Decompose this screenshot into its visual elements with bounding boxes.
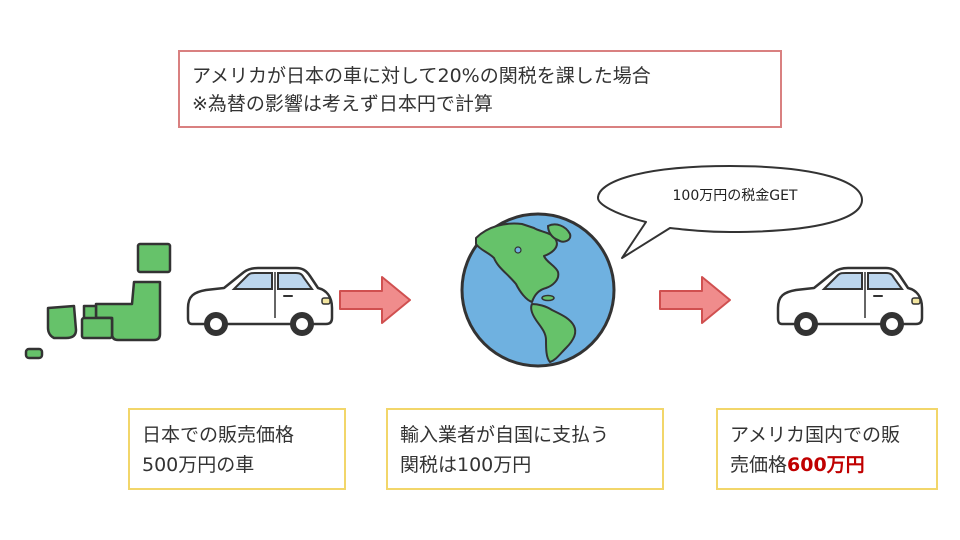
car-icon (776, 266, 924, 338)
importer-tariff-box: 輸入業者が自国に支払う 関税は100万円 (386, 408, 664, 490)
japan-price-line-1: 日本での販売価格 (142, 424, 295, 446)
speech-bubble-text: 100万円の税金GET (672, 188, 798, 204)
car-icon (186, 266, 334, 338)
globe-icon (460, 212, 616, 368)
usa-price-line-1: アメリカ国内での販 (730, 424, 901, 446)
japan-map-icon (24, 242, 172, 360)
speech-bubble (597, 165, 863, 259)
right-arrow-icon (339, 276, 411, 324)
importer-tariff-line-2: 関税は100万円 (400, 454, 532, 476)
japan-price-box: 日本での販売価格 500万円の車 (128, 408, 346, 490)
title-line-2: ※為替の影響は考えず日本円で計算 (192, 93, 493, 115)
title-box: アメリカが日本の車に対して20%の関税を課した場合 ※為替の影響は考えず日本円で… (178, 50, 782, 128)
japan-price-line-2: 500万円の車 (142, 454, 255, 476)
usa-price-line-2: 売価格600万円 (730, 450, 924, 480)
usa-price-line-2-prefix: 売価格 (730, 454, 788, 476)
importer-tariff-line-1: 輸入業者が自国に支払う (400, 424, 610, 446)
usa-price-box: アメリカ国内での販 売価格600万円 (716, 408, 938, 490)
usa-price-highlight: 600万円 (787, 454, 865, 476)
right-arrow-icon (659, 276, 731, 324)
title-line-1: アメリカが日本の車に対して20%の関税を課した場合 (192, 65, 651, 87)
